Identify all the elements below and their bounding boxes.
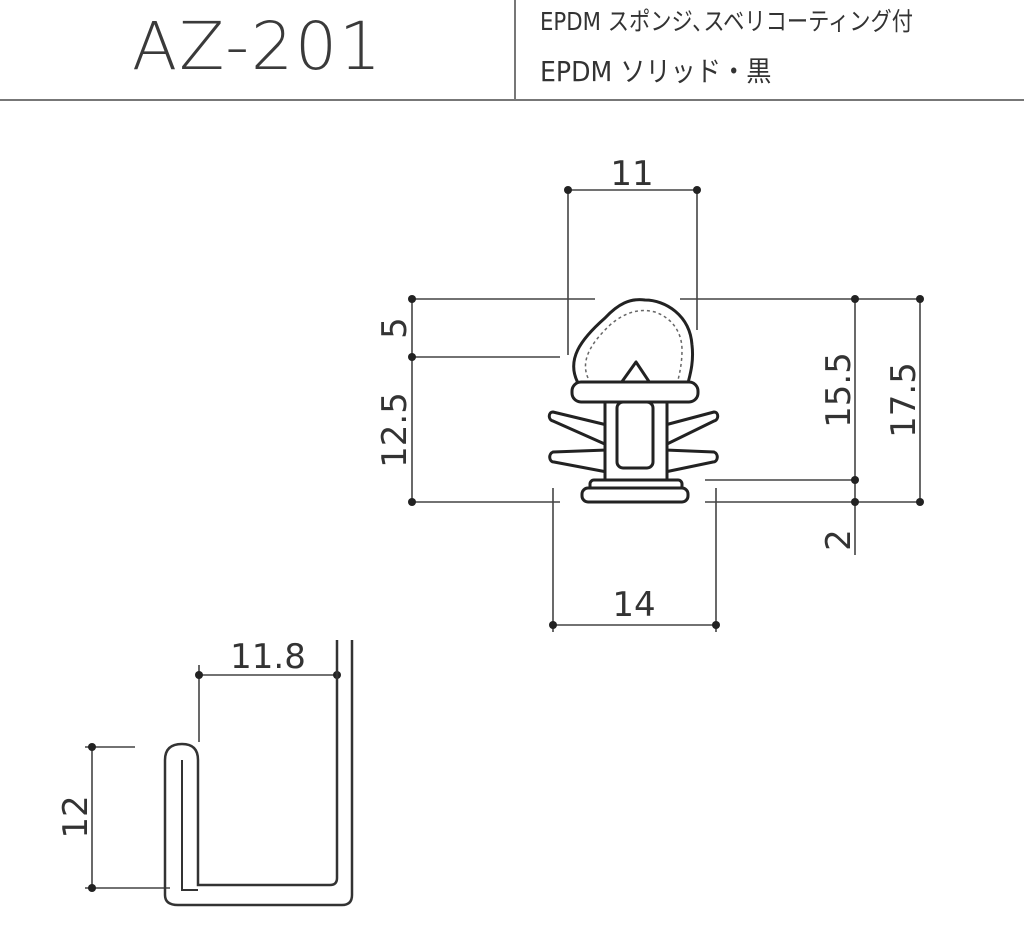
part-number-title: AZ-201 bbox=[132, 8, 383, 85]
dim-label-top-width: 11 bbox=[610, 154, 653, 194]
top-bar bbox=[570, 380, 700, 404]
dim-label-base-thickness: 2 bbox=[819, 529, 859, 551]
core-slot bbox=[615, 400, 655, 470]
channel-profile bbox=[163, 640, 354, 907]
fin-left-upper bbox=[547, 410, 609, 447]
dim-label-total-height: 17.5 bbox=[884, 362, 924, 438]
dim-label-channel-width: 11.8 bbox=[230, 637, 306, 677]
dim-label-fin-width: 14 bbox=[612, 585, 655, 625]
fin-right-lower bbox=[663, 448, 719, 474]
seal-profile bbox=[547, 298, 720, 504]
material-line-2: EPDM ソリッド・黒 bbox=[540, 55, 772, 88]
fin-left-lower bbox=[548, 448, 609, 474]
dim-label-inner-height: 15.5 bbox=[819, 352, 859, 428]
dim-label-channel-height: 12 bbox=[56, 795, 96, 838]
dimension-dots bbox=[88, 186, 924, 892]
base-plate bbox=[580, 486, 690, 504]
dim-label-bulb-height: 5 bbox=[375, 317, 415, 339]
dim-label-body-height: 12.5 bbox=[375, 392, 415, 468]
sponge-bulb bbox=[572, 298, 694, 385]
material-line-1: EPDM スポンジ､スベリコーティング付 bbox=[540, 7, 914, 36]
header-frame bbox=[0, 0, 1024, 101]
dimension-lines bbox=[85, 189, 921, 889]
fin-right-upper bbox=[663, 410, 720, 447]
